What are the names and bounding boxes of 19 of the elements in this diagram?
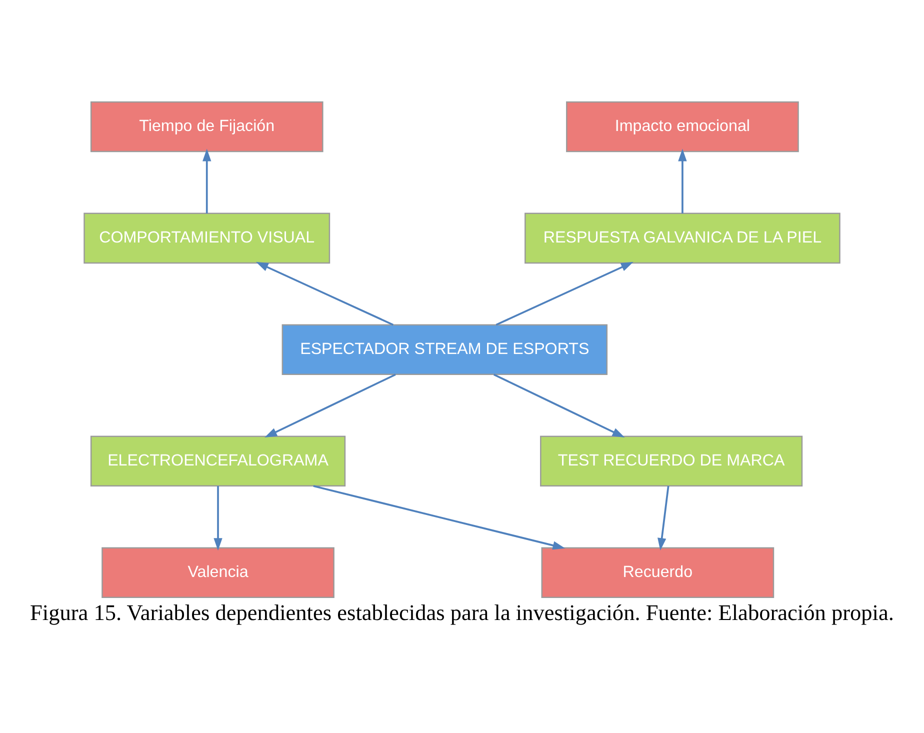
arrow	[496, 261, 634, 326]
arrow	[678, 148, 687, 213]
node-box: TEST RECUERDO DE MARCA	[540, 435, 803, 486]
arrow	[256, 261, 394, 326]
node-box: Tiempo de Fijación	[90, 100, 324, 152]
arrow	[658, 485, 670, 550]
arrow	[493, 373, 625, 437]
caption: Figura 15. Variables dependientes establecidas para la investigación. Fuente: Elaboración propia.	[30, 600, 894, 625]
node-box: Recuerdo	[541, 546, 774, 598]
node-box: COMPORTAMIENTO VISUAL	[84, 212, 330, 264]
arrow	[313, 484, 566, 550]
node-box: ESPECTADOR STREAM DE ESPORTS	[282, 324, 608, 375]
node-box: ELECTROENCEFALOGRAMA	[90, 435, 346, 486]
arrow	[214, 486, 222, 550]
arrow	[202, 148, 212, 213]
node-box: Impacto emocional	[566, 100, 799, 152]
arrow	[264, 373, 396, 437]
node-box: RESPUESTA GALVANICA DE LA PIEL	[524, 212, 840, 264]
node-box: Valencia	[102, 546, 334, 598]
